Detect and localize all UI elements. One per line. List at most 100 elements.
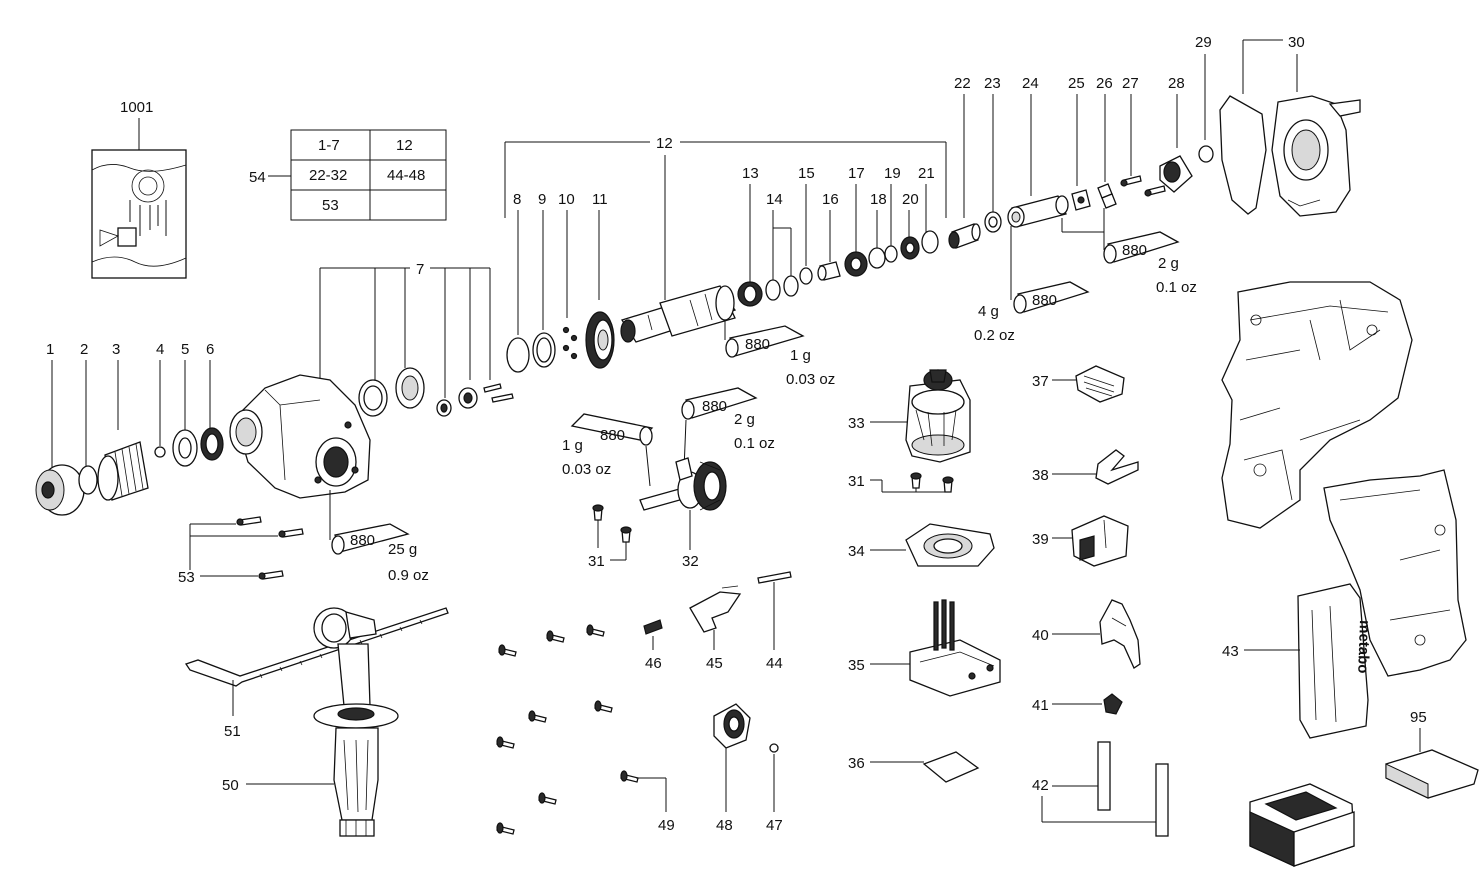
part-25-block <box>1071 189 1091 211</box>
part-4-ball <box>154 446 166 458</box>
part-32-wobble-mechanism <box>639 457 727 511</box>
part-46-spring <box>643 619 663 635</box>
label-32: 32 <box>682 553 699 570</box>
label-16: 16 <box>822 191 839 208</box>
label-46: 46 <box>645 655 662 672</box>
parts-44-49: 44 45 46 47 48 <box>496 571 792 835</box>
part-44-pin <box>757 571 792 584</box>
part-29-ring <box>1198 145 1214 163</box>
part-49-screws <box>496 624 639 835</box>
table54-r2c1: 22-32 <box>309 167 347 184</box>
label-14: 14 <box>766 191 783 208</box>
label-2: 2 <box>80 341 88 358</box>
grease-tube-24: 880 <box>1013 281 1090 314</box>
logo-metabo: metabo <box>1354 620 1373 674</box>
part-8-ring <box>506 337 530 373</box>
part-38-slider <box>1095 449 1139 485</box>
label-31b: 31 <box>848 473 865 490</box>
part-24-piston <box>1007 195 1069 228</box>
housing-screws <box>483 383 514 403</box>
label-54: 54 <box>249 169 266 186</box>
part-26-pins <box>1097 183 1117 209</box>
grease-weight-32b: 2 g <box>734 411 755 428</box>
label-22: 22 <box>954 75 971 92</box>
grease-code-32b: 880 <box>702 398 727 415</box>
table54-r2c2: 44-48 <box>387 167 425 184</box>
label-31a: 31 <box>588 553 605 570</box>
housing-bearing <box>395 367 425 409</box>
label-40: 40 <box>1032 627 1049 644</box>
chuck-parts-1-6: 1 2 3 4 5 6 <box>35 341 224 516</box>
grease-weight-12: 1 g <box>790 347 811 364</box>
part-43-housing-group: metabo 43 95 <box>1221 281 1479 867</box>
label-25: 25 <box>1068 75 1085 92</box>
label-53: 53 <box>178 569 195 586</box>
housing-half-lower <box>1323 469 1467 677</box>
part-19-washer <box>884 245 898 263</box>
part-34-insulator <box>905 523 995 567</box>
label-30: 30 <box>1288 34 1305 51</box>
parts-33-36: 33 31 34 35 <box>848 369 1001 783</box>
grease-oz-32a: 0.03 oz <box>562 461 611 478</box>
label-23: 23 <box>984 75 1001 92</box>
grease-weight-24: 4 g <box>978 303 999 320</box>
housing-bushing <box>436 399 452 417</box>
grease-oz-7: 0.9 oz <box>388 567 429 584</box>
part-50-side-handle <box>313 607 399 837</box>
part-33-motor <box>905 369 971 463</box>
part-17-bearing <box>844 251 868 277</box>
battery-pack <box>1249 783 1355 867</box>
grease-tube-7: 880 <box>331 523 410 555</box>
part-12-spindle <box>620 285 737 343</box>
label-35: 35 <box>848 657 865 674</box>
label-45: 45 <box>706 655 723 672</box>
grease-tube-25: 880 <box>1103 231 1180 264</box>
label-29: 29 <box>1195 34 1212 51</box>
grease-tube-12: 880 <box>725 325 805 358</box>
part-14-ring-b <box>783 275 799 297</box>
parts-37-42: 37 38 39 40 41 42 <box>1032 365 1169 837</box>
part-53-screws: 53 <box>178 516 304 586</box>
grease-oz-12: 0.03 oz <box>786 371 835 388</box>
label-1001: 1001 <box>120 99 153 116</box>
part-32-group: 880 1 g 0.03 oz 880 2 g 0.1 oz 32 31 <box>562 387 775 570</box>
label-37: 37 <box>1032 373 1049 390</box>
part-2-ring <box>78 465 98 495</box>
part-12-spindle-group: 12 8 9 10 11 <box>504 135 947 388</box>
part-9-ring <box>532 332 556 368</box>
table54-r1c2: 12 <box>396 137 413 154</box>
part-16-pin <box>817 261 841 281</box>
label-7: 7 <box>416 261 424 278</box>
label-5: 5 <box>181 341 189 358</box>
part-95-card <box>1385 749 1479 799</box>
part-35-electronics <box>909 599 1001 697</box>
label-18: 18 <box>870 191 887 208</box>
part-30-seal <box>1219 95 1267 215</box>
part-39-switch <box>1071 515 1129 567</box>
grease-tube-32a: 880 <box>570 413 654 446</box>
label-43: 43 <box>1222 643 1239 660</box>
label-17: 17 <box>848 165 865 182</box>
label-11: 11 <box>592 191 608 208</box>
part-18-ring <box>868 247 886 269</box>
label-19: 19 <box>884 165 901 182</box>
part-51-depth-rod <box>184 607 449 687</box>
label-47: 47 <box>766 817 783 834</box>
grease-code-7: 880 <box>350 532 375 549</box>
label-41: 41 <box>1032 697 1049 714</box>
label-1: 1 <box>46 341 54 358</box>
part-1001-wiring-diagram: 1001 <box>91 99 187 279</box>
table54-r1c1: 1-7 <box>318 137 340 154</box>
label-38: 38 <box>1032 467 1049 484</box>
grease-oz-24: 0.2 oz <box>974 327 1015 344</box>
label-21: 21 <box>918 165 935 182</box>
label-49: 49 <box>658 817 675 834</box>
part-3-sleeve <box>97 441 149 501</box>
grease-weight-25: 2 g <box>1158 255 1179 272</box>
part-42-strip-b <box>1155 763 1169 837</box>
label-48: 48 <box>716 817 733 834</box>
label-13: 13 <box>742 165 759 182</box>
part-20-bearing <box>900 236 920 260</box>
grease-code-25: 880 <box>1122 242 1147 259</box>
